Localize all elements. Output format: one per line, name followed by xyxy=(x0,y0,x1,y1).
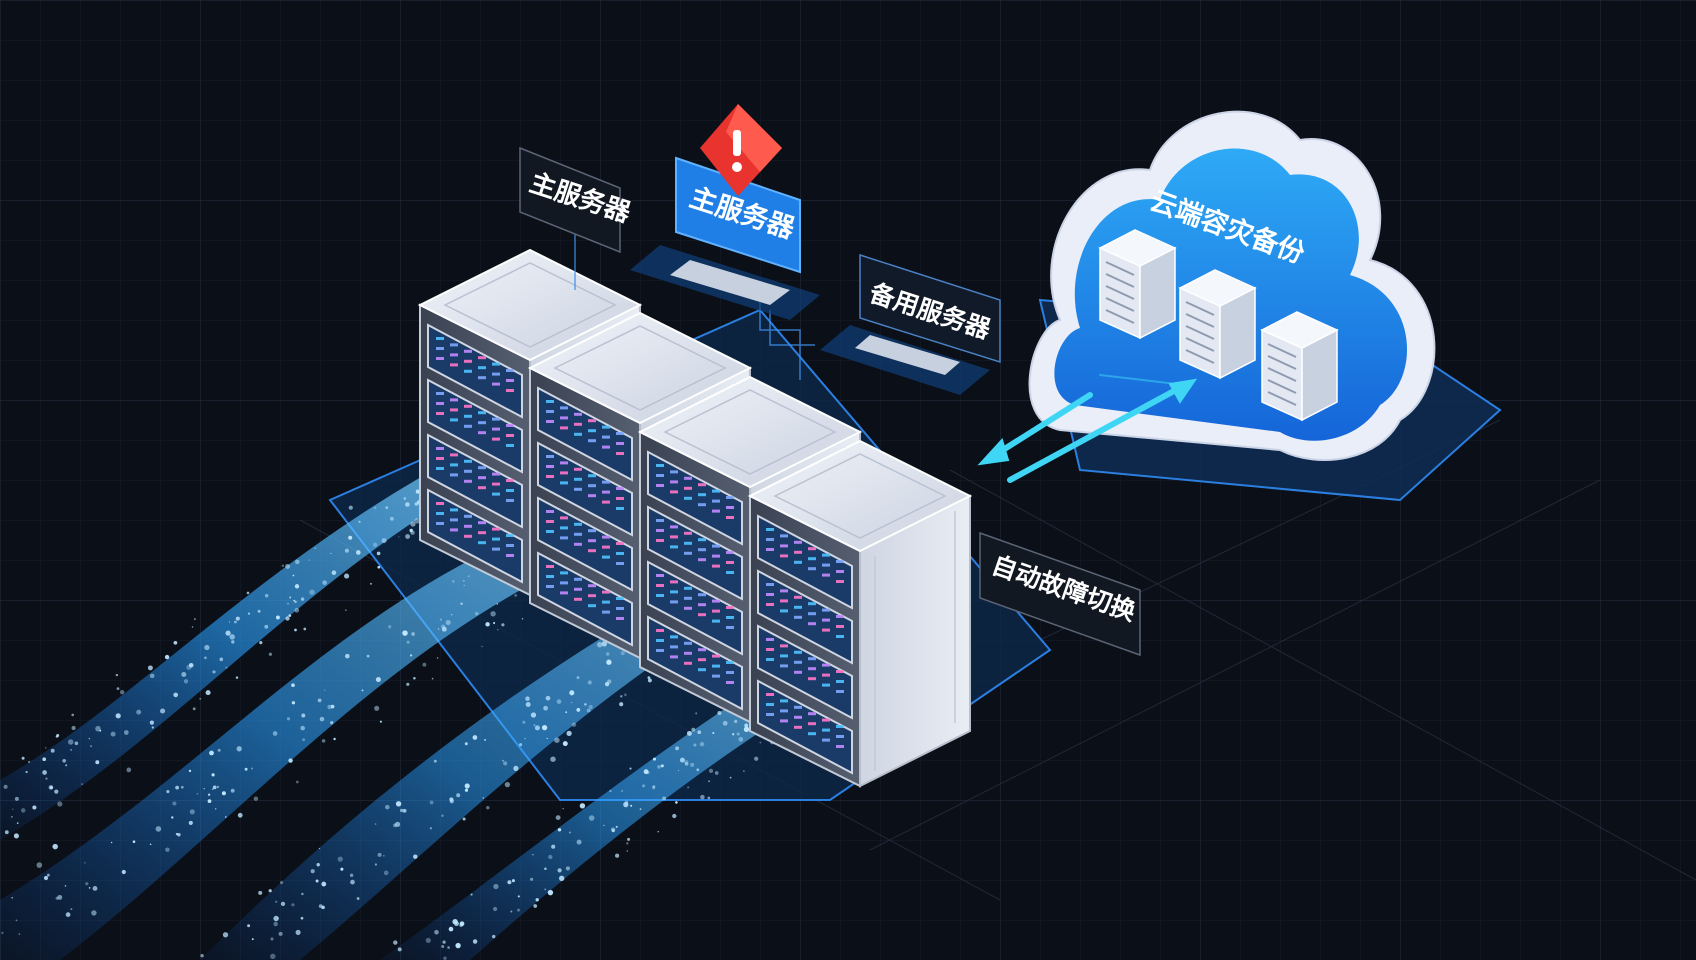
data-stream-flows xyxy=(0,450,820,960)
cloud-icon: 云端容灾备份 xyxy=(1028,110,1436,461)
server-rack-group xyxy=(417,248,973,788)
alert-diamond-icon xyxy=(700,104,782,196)
server-rack-icon xyxy=(747,439,973,788)
bidirectional-arrows-icon xyxy=(977,374,1198,483)
server-rack-icon xyxy=(1098,229,1177,340)
primary-server-label-b: 主服务器 xyxy=(630,104,820,320)
server-rack-icon xyxy=(1260,311,1339,422)
server-rack-icon xyxy=(1178,269,1257,380)
cloud-server-group xyxy=(1098,229,1339,422)
